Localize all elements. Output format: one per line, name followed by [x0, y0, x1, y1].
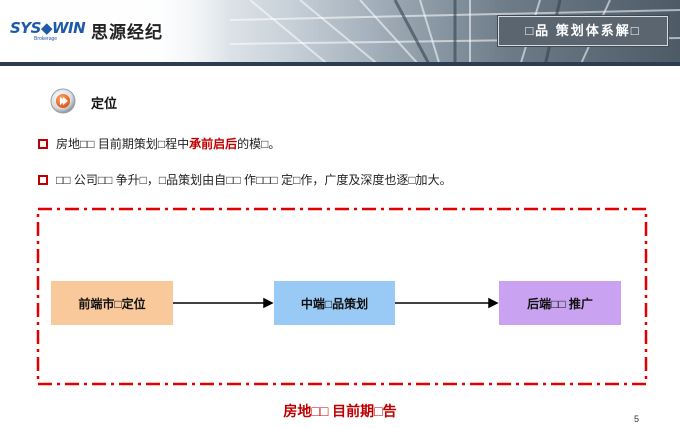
section-title: 定位 — [91, 96, 118, 111]
flow-stage-back: 后端□□ 推广 — [499, 281, 621, 325]
arrow-right-circle-icon — [50, 88, 76, 114]
flow-caption: 房地□□ 目前期□告 — [283, 403, 397, 419]
arrow-head-icon — [263, 297, 274, 309]
logo-chinese: 思源经纪 — [91, 23, 163, 42]
flow-stage-middle: 中端□品策划 — [274, 281, 395, 325]
logo: SYS◆WIN Brokerage 思源经纪 — [0, 0, 230, 62]
bullet-text-part: 的模□。 — [237, 137, 281, 151]
slide-title: □品 策划体系解□ — [525, 23, 641, 38]
bullet-square-icon — [38, 139, 48, 149]
slide-title-box: □品 策划体系解□ — [497, 15, 669, 47]
building-background-image — [229, 0, 680, 66]
arrow-head-icon — [488, 297, 499, 309]
logo-english: SYS◆WIN — [10, 19, 86, 37]
logo-subtitle: Brokerage — [34, 36, 58, 42]
header-divider-bar — [0, 62, 680, 66]
bullet-emphasis: 承前启后 — [189, 137, 238, 151]
bullet-text: □□ 公司□□ 争升□，□品策划由自□□ 作□□□ 定□作，广度及深度也逐□加大… — [56, 173, 452, 187]
header-banner: SYS◆WIN Brokerage 思源经纪 □品 策划体系解□ — [0, 0, 680, 66]
page-number: 5 — [634, 414, 640, 424]
bullet-text-part: 房地□□ 目前期策划□程中 — [56, 137, 190, 151]
bullet-square-icon — [38, 175, 48, 185]
flow-stage-front: 前端市□定位 — [51, 281, 173, 325]
bullet-text: 房地□□ 目前期策划□程中承前启后的模□。 — [56, 136, 280, 152]
